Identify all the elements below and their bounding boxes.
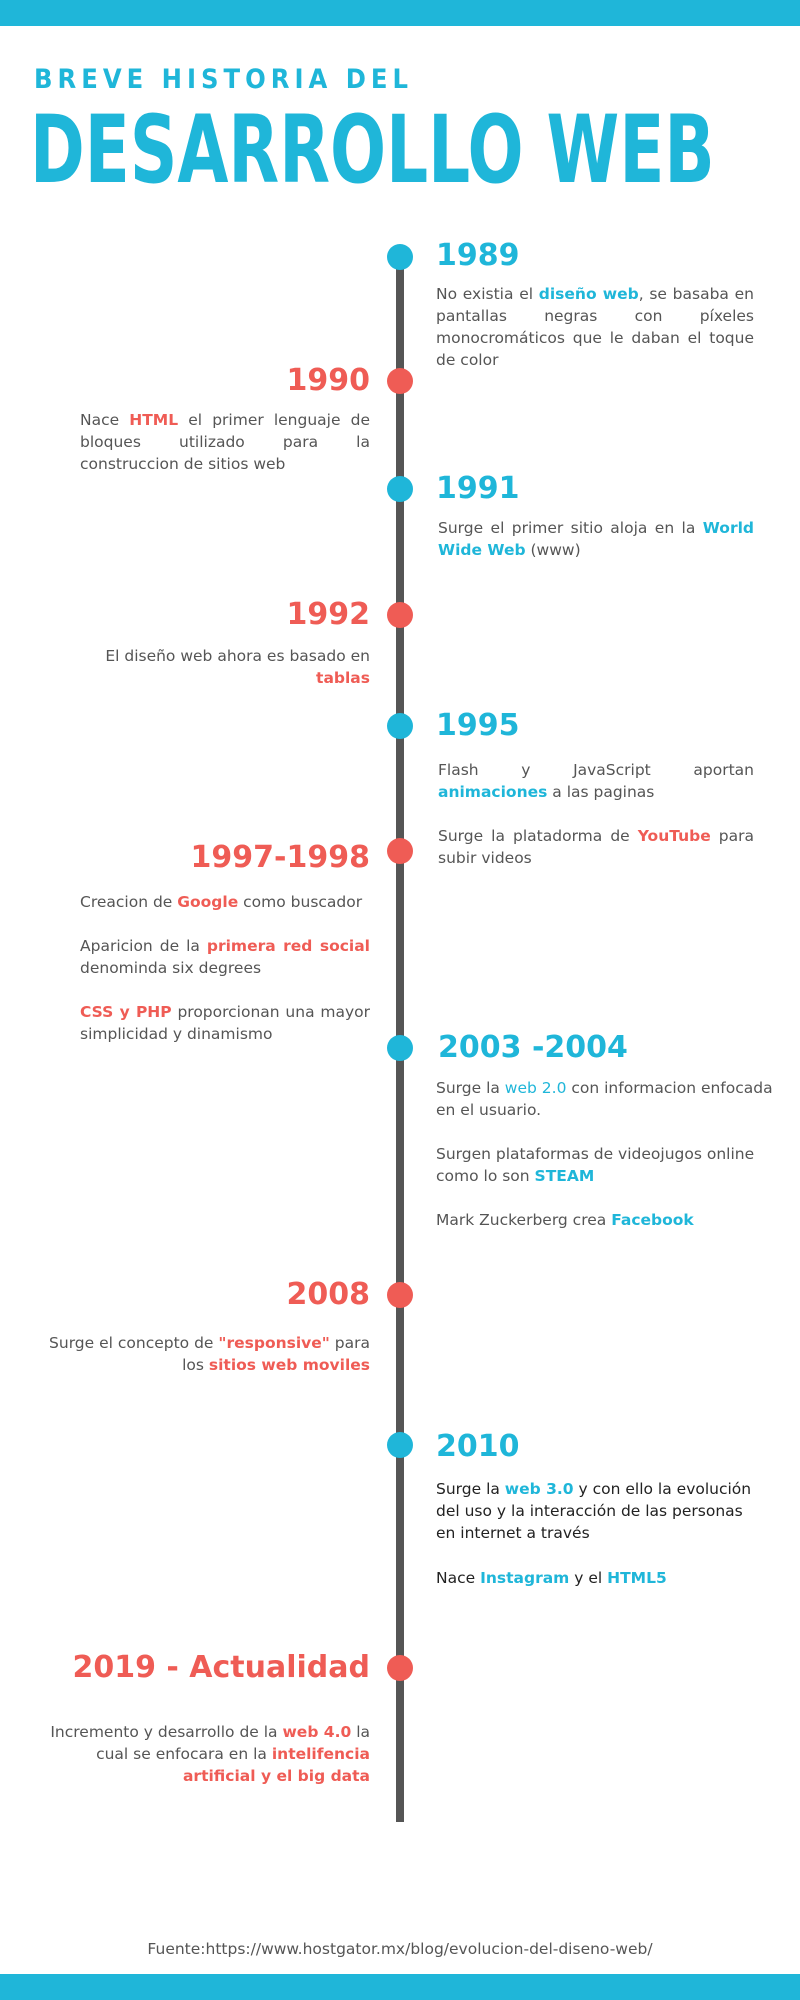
event-1991-text: Surge el primer sitio aloja en la World … (438, 519, 754, 559)
year-1992: 1992 (286, 597, 371, 632)
event-2003-text-1: Surge la web 2.0 con informacion enfocad… (436, 1079, 773, 1119)
timeline-dot-2003 (387, 1035, 413, 1061)
year-1995: 1995 (436, 708, 520, 743)
timeline-dot-1989 (387, 244, 413, 270)
event-2019-text: Incremento y desarrollo de la web 4.0 la… (50, 1723, 370, 1785)
event-2003-text-3: Mark Zuckerberg crea Facebook (436, 1211, 694, 1229)
timeline-dot-2010 (387, 1432, 413, 1458)
event-1989-text: No existia el diseño web, se basaba en p… (436, 285, 755, 369)
event-1997-text-3: CSS y PHP proporcionan una mayor simplic… (80, 1003, 370, 1043)
event-1995-text-1: Flash y JavaScript aportan animaciones a… (438, 761, 754, 801)
timeline-dot-1995 (387, 713, 413, 739)
event-2003-text-2: Surgen plataformas de videojugos online … (436, 1145, 755, 1185)
timeline-dot-2008 (387, 1282, 413, 1308)
timeline-dot-1997 (387, 838, 413, 864)
year-2010: 2010 (436, 1429, 520, 1464)
timeline-dot-1990 (387, 368, 413, 394)
event-2010-text-2: Nace Instagram y el HTML5 (436, 1569, 667, 1587)
event-2010-text-1: Surge la web 3.0 y con ello la evolución… (436, 1480, 752, 1542)
top-accent-bar (0, 0, 800, 26)
timeline-dot-2019 (387, 1655, 413, 1681)
year-1997-1998: 1997-1998 (190, 840, 370, 875)
year-2019-actualidad: 2019 - Actualidad (72, 1650, 370, 1685)
page-title: DESARROLLO WEB (30, 96, 715, 205)
year-1990: 1990 (286, 363, 371, 398)
title-subtitle: BREVE HISTORIA DEL (34, 64, 413, 95)
timeline-dot-1992 (387, 602, 413, 628)
bottom-accent-bar (0, 1974, 800, 2000)
year-2003-2004: 2003 -2004 (438, 1030, 628, 1065)
event-1990-text: Nace HTML el primer lenguaje de bloques … (80, 411, 370, 473)
source-citation: Fuente:https://www.hostgator.mx/blog/evo… (147, 1940, 653, 1958)
event-1995-text-2: Surge la platadorma de YouTube para subi… (438, 827, 755, 867)
event-1992-text: El diseño web ahora es basado en tablas (105, 647, 370, 687)
year-1989: 1989 (436, 238, 520, 273)
event-1997-text-1: Creacion de Google como buscador (80, 893, 363, 911)
event-1997-text-2: Aparicion de la primera red social denom… (80, 937, 370, 977)
event-2008-text: Surge el concepto de "responsive" para l… (49, 1334, 370, 1374)
year-1991: 1991 (436, 471, 520, 506)
year-2008: 2008 (286, 1277, 371, 1312)
timeline-dot-1991 (387, 476, 413, 502)
